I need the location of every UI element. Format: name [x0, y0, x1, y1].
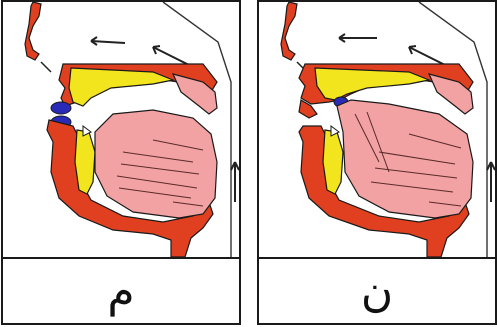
articulation-panel-noon: ن — [257, 0, 497, 325]
tongue — [95, 110, 217, 218]
caption-box: ن — [259, 257, 495, 325]
hard-palate — [69, 68, 173, 106]
hard-palate — [315, 68, 429, 100]
nose-shape — [25, 2, 41, 60]
vocal-tract-diagram-meem — [3, 2, 239, 257]
articulation-panel-meem: م — [1, 0, 241, 325]
lower-teeth — [323, 130, 343, 194]
vocal-tract-diagram-noon — [259, 2, 495, 257]
nasal-flow-arrow-2 — [153, 47, 189, 65]
arabic-letter-label: م — [107, 270, 134, 314]
air-exit-arrow — [41, 62, 51, 72]
lower-teeth — [75, 130, 95, 194]
nasal-flow-arrow — [91, 41, 125, 43]
upper-lip-contact — [51, 102, 71, 114]
arabic-letter-label: ن — [361, 270, 393, 314]
caption-box: م — [3, 257, 239, 325]
nose-shape — [281, 2, 297, 60]
nasal-flow-arrow-2 — [409, 47, 445, 65]
